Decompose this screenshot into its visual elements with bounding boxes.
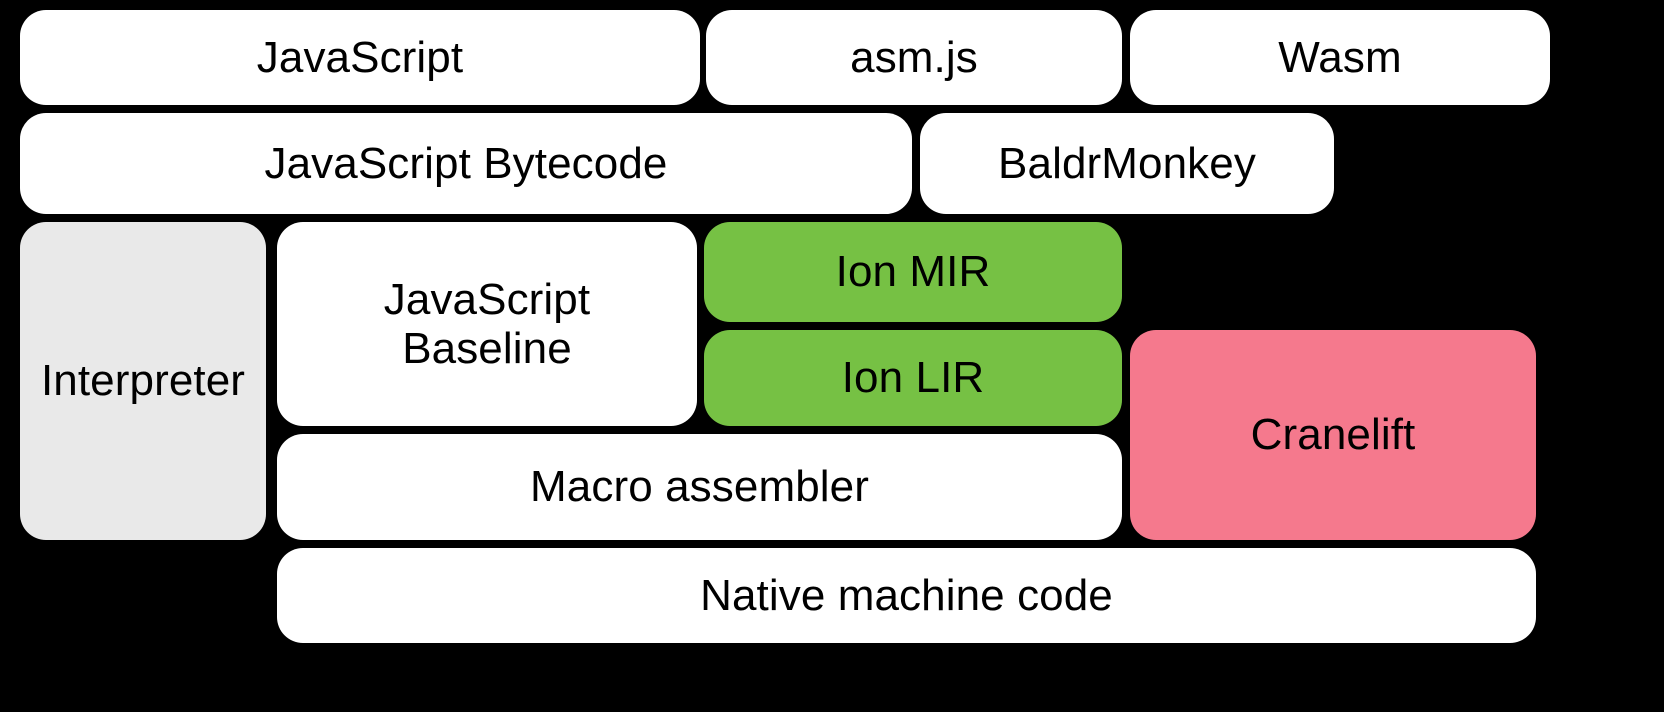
node-wasm[interactable]: Wasm (1130, 10, 1550, 105)
node-baldrmonkey[interactable]: BaldrMonkey (920, 113, 1334, 214)
node-javascript-bytecode[interactable]: JavaScript Bytecode (20, 113, 912, 214)
node-native-machine-code[interactable]: Native machine code (277, 548, 1536, 643)
node-cranelift[interactable]: Cranelift (1130, 330, 1536, 540)
node-macro-assembler[interactable]: Macro assembler (277, 434, 1122, 540)
node-javascript-baseline[interactable]: JavaScript Baseline (277, 222, 697, 426)
node-interpreter[interactable]: Interpreter (20, 222, 266, 540)
node-asm-js[interactable]: asm.js (706, 10, 1122, 105)
node-javascript[interactable]: JavaScript (20, 10, 700, 105)
node-ion-lir[interactable]: Ion LIR (704, 330, 1122, 426)
node-ion-mir[interactable]: Ion MIR (704, 222, 1122, 322)
